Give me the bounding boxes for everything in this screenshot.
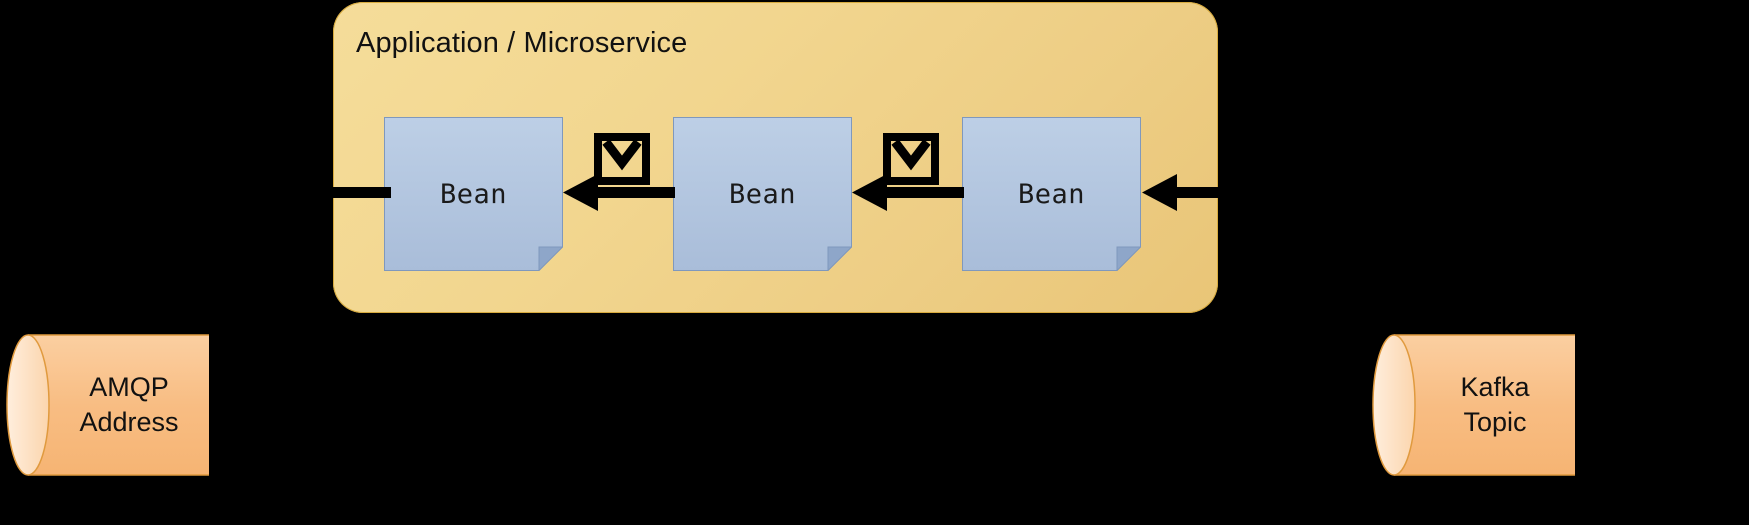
- document-shape-icon: [673, 117, 852, 271]
- endpoint-label-line2: Topic: [1463, 407, 1527, 437]
- bean-node-3[interactable]: Bean: [962, 117, 1141, 271]
- bean-label-3: Bean: [1017, 178, 1086, 210]
- endpoint-kafka-topic[interactable]: Kafka Topic: [1372, 334, 1576, 476]
- envelope-icon: [594, 133, 650, 185]
- endpoint-label-kafka: Kafka Topic: [1414, 334, 1576, 476]
- bean-node-1[interactable]: Bean: [384, 117, 563, 271]
- endpoint-amqp-address[interactable]: AMQP Address: [6, 334, 210, 476]
- endpoint-label-amqp: AMQP Address: [48, 334, 210, 476]
- page-title: Application / Microservice: [356, 27, 688, 59]
- bean-node-2[interactable]: Bean: [673, 117, 852, 271]
- endpoint-label-line1: AMQP: [89, 372, 169, 403]
- document-shape-icon: [384, 117, 563, 271]
- document-shape-icon: [962, 117, 1141, 271]
- cylinder-shape-icon: [1372, 334, 1575, 476]
- bean-label-1: Bean: [439, 178, 508, 210]
- endpoint-label-line1: Kafka: [1460, 372, 1530, 403]
- cylinder-shape-icon: [6, 334, 209, 476]
- bean-label-2: Bean: [728, 178, 797, 210]
- endpoint-label-line2: Address: [79, 407, 179, 437]
- envelope-icon: [883, 133, 939, 185]
